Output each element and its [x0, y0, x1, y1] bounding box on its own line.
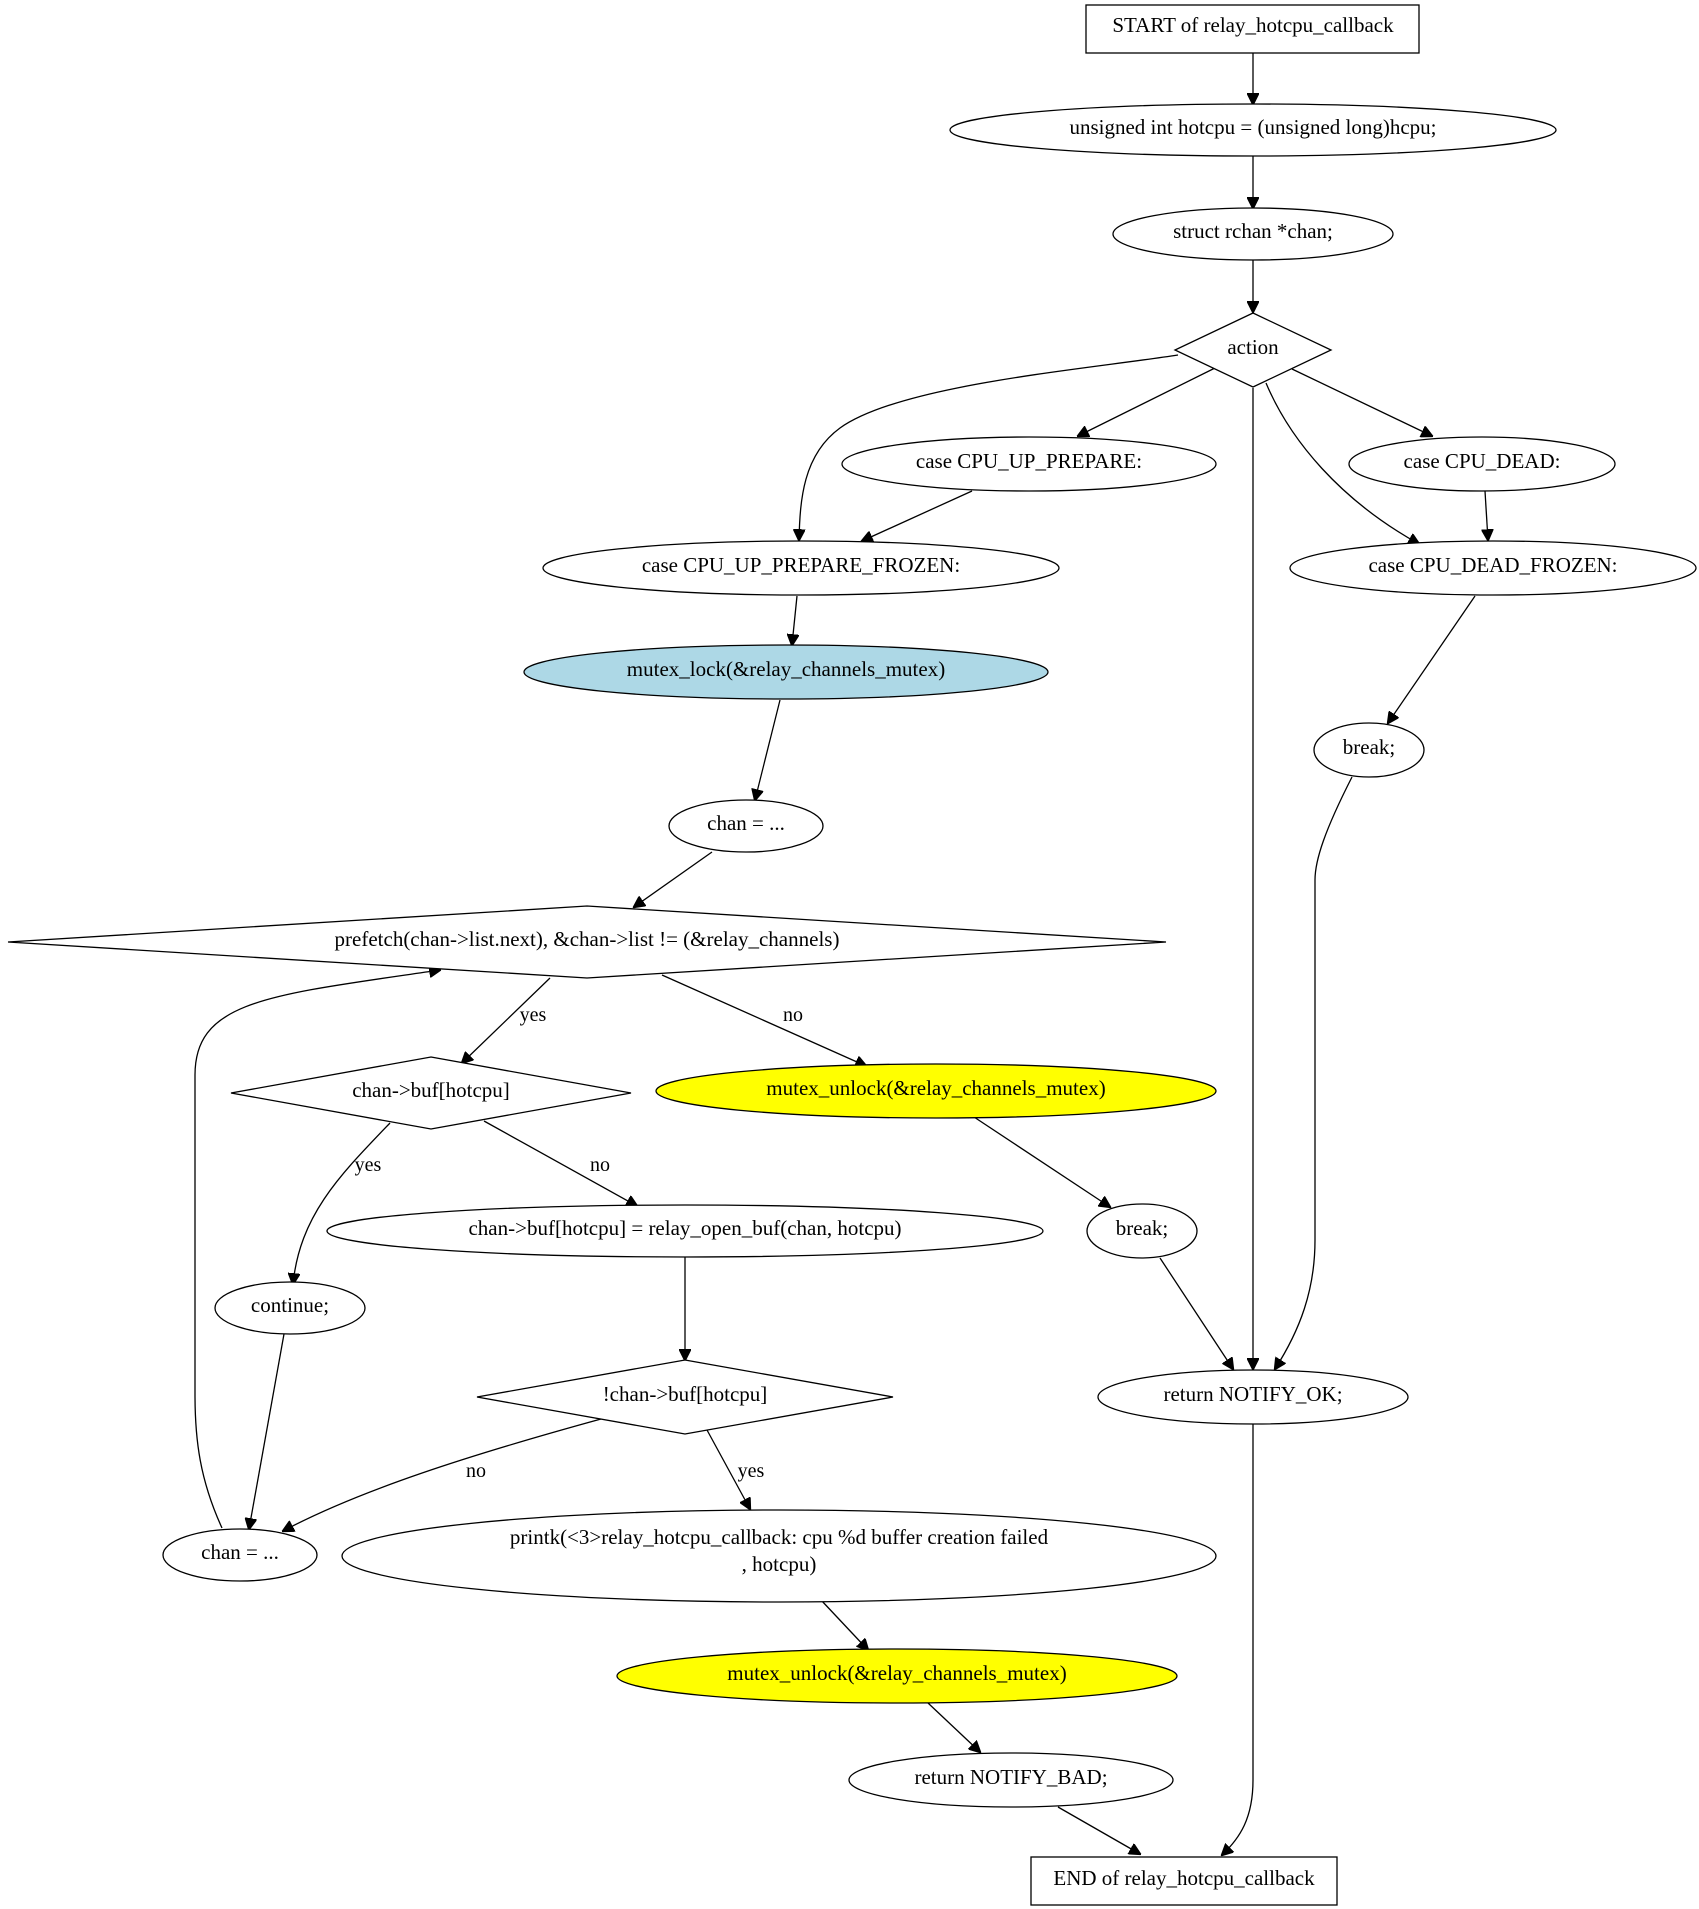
node-continue: continue;: [214, 1281, 366, 1335]
node-up-prepare-frozen: case CPU_UP_PREPARE_FROZEN:: [542, 540, 1060, 596]
node-end: END of relay_hotcpu_callback: [1030, 1856, 1338, 1906]
edge-returnbad-end: [1057, 1806, 1140, 1854]
node-break-ok: break;: [1086, 1203, 1198, 1259]
node-chan-decl-label: struct rchan *chan;: [1173, 219, 1333, 243]
edge-notbuf-printk: [706, 1429, 750, 1509]
node-mutex-lock: mutex_lock(&relay_channels_mutex): [523, 644, 1049, 700]
edges: [194, 53, 1488, 1855]
edge-labels: yes no yes no no yes: [355, 1004, 803, 1482]
edge-action-upprepare: [1078, 367, 1216, 436]
edge-lock-chaninit: [755, 699, 781, 800]
node-return-bad: return NOTIFY_BAD;: [848, 1752, 1174, 1808]
edge-upprepare-upfrozen: [862, 490, 973, 541]
edge-unlockok-breakok: [973, 1116, 1110, 1207]
node-dead-frozen-label: case CPU_DEAD_FROZEN:: [1368, 553, 1617, 577]
node-return-ok-label: return NOTIFY_OK;: [1163, 1382, 1342, 1406]
edge-label-buf-no: no: [590, 1154, 610, 1176]
node-chan-init: chan = ...: [668, 799, 824, 853]
edge-action-upfrozen: [799, 354, 1179, 540]
node-not-buf: !chan->buf[hotcpu]: [476, 1359, 894, 1435]
node-return-bad-label: return NOTIFY_BAD;: [914, 1765, 1107, 1789]
edge-breakdead-returnok: [1275, 776, 1353, 1369]
node-buf-check-label: chan->buf[hotcpu]: [352, 1078, 510, 1102]
node-loop-cond: prefetch(chan->list.next), &chan->list !…: [7, 905, 1167, 979]
node-chan-next: chan = ...: [162, 1528, 318, 1582]
node-buf-check: chan->buf[hotcpu]: [230, 1056, 632, 1130]
node-unlock-bad-label: mutex_unlock(&relay_channels_mutex): [727, 1661, 1066, 1685]
node-printk-line1: printk(<3>relay_hotcpu_callback: cpu %d …: [510, 1525, 1049, 1549]
node-printk-line2: , hotcpu): [742, 1552, 817, 1576]
node-return-ok: return NOTIFY_OK;: [1097, 1369, 1409, 1425]
node-open-buf: chan->buf[hotcpu] = relay_open_buf(chan,…: [326, 1204, 1044, 1258]
node-up-prepare: case CPU_UP_PREPARE:: [841, 436, 1217, 492]
node-break-dead-label: break;: [1343, 735, 1395, 759]
node-continue-label: continue;: [251, 1293, 329, 1317]
node-chan-init-label: chan = ...: [707, 811, 785, 835]
node-not-buf-label: !chan->buf[hotcpu]: [603, 1382, 768, 1406]
node-up-prepare-frozen-label: case CPU_UP_PREPARE_FROZEN:: [642, 553, 960, 577]
edge-deadfrozen-breakdead: [1388, 595, 1476, 723]
edge-notbuf-channext: [283, 1418, 602, 1531]
node-open-buf-label: chan->buf[hotcpu] = relay_open_buf(chan,…: [468, 1216, 901, 1240]
node-dead-label: case CPU_DEAD:: [1404, 449, 1561, 473]
edge-channext-loop: [194, 970, 440, 1529]
edge-loop-bufcheck: [462, 977, 551, 1063]
node-dead: case CPU_DEAD:: [1348, 436, 1616, 492]
edge-label-notbuf-yes: yes: [738, 1460, 765, 1482]
edge-label-loop-yes: yes: [520, 1004, 547, 1026]
edge-action-dead: [1291, 368, 1432, 436]
edge-printk-unlockbad: [820, 1599, 868, 1650]
edge-continue-channext: [249, 1333, 285, 1529]
node-mutex-lock-label: mutex_lock(&relay_channels_mutex): [627, 657, 945, 681]
edge-breakok-returnok: [1159, 1257, 1233, 1369]
node-action-label: action: [1227, 335, 1279, 359]
edge-label-notbuf-no: no: [466, 1460, 486, 1482]
edge-action-deadfrozen: [1265, 382, 1419, 544]
node-up-prepare-label: case CPU_UP_PREPARE:: [916, 449, 1142, 473]
node-action: action: [1173, 312, 1333, 388]
edge-label-buf-yes: yes: [355, 1154, 382, 1176]
edge-bufcheck-openbuf: [483, 1120, 637, 1206]
node-break-ok-label: break;: [1116, 1216, 1168, 1240]
node-unlock-ok-label: mutex_unlock(&relay_channels_mutex): [766, 1076, 1105, 1100]
node-hotcpu-label: unsigned int hotcpu = (unsigned long)hcp…: [1069, 115, 1436, 139]
edge-unlockbad-returnbad: [927, 1702, 980, 1752]
node-chan-decl: struct rchan *chan;: [1112, 207, 1394, 261]
node-printk: printk(<3>relay_hotcpu_callback: cpu %d …: [341, 1509, 1217, 1603]
node-start-label: START of relay_hotcpu_callback: [1112, 13, 1394, 37]
node-end-label: END of relay_hotcpu_callback: [1053, 1866, 1315, 1890]
node-start: START of relay_hotcpu_callback: [1085, 4, 1420, 54]
edge-loop-unlockok: [661, 974, 866, 1066]
edge-dead-deadfrozen: [1485, 490, 1488, 540]
node-loop-cond-label: prefetch(chan->list.next), &chan->list !…: [335, 927, 840, 951]
edge-label-loop-no: no: [783, 1004, 803, 1026]
edge-upfrozen-lock: [792, 595, 797, 645]
edge-bufcheck-continue: [293, 1122, 391, 1284]
edge-returnok-end: [1222, 1424, 1254, 1855]
edge-chaninit-loop: [634, 851, 713, 907]
node-dead-frozen: case CPU_DEAD_FROZEN:: [1289, 540, 1697, 596]
node-hotcpu: unsigned int hotcpu = (unsigned long)hcp…: [949, 103, 1557, 157]
node-break-dead: break;: [1313, 722, 1425, 778]
node-unlock-bad: mutex_unlock(&relay_channels_mutex): [616, 1648, 1178, 1704]
node-unlock-ok: mutex_unlock(&relay_channels_mutex): [655, 1063, 1217, 1119]
node-chan-next-label: chan = ...: [201, 1540, 279, 1564]
